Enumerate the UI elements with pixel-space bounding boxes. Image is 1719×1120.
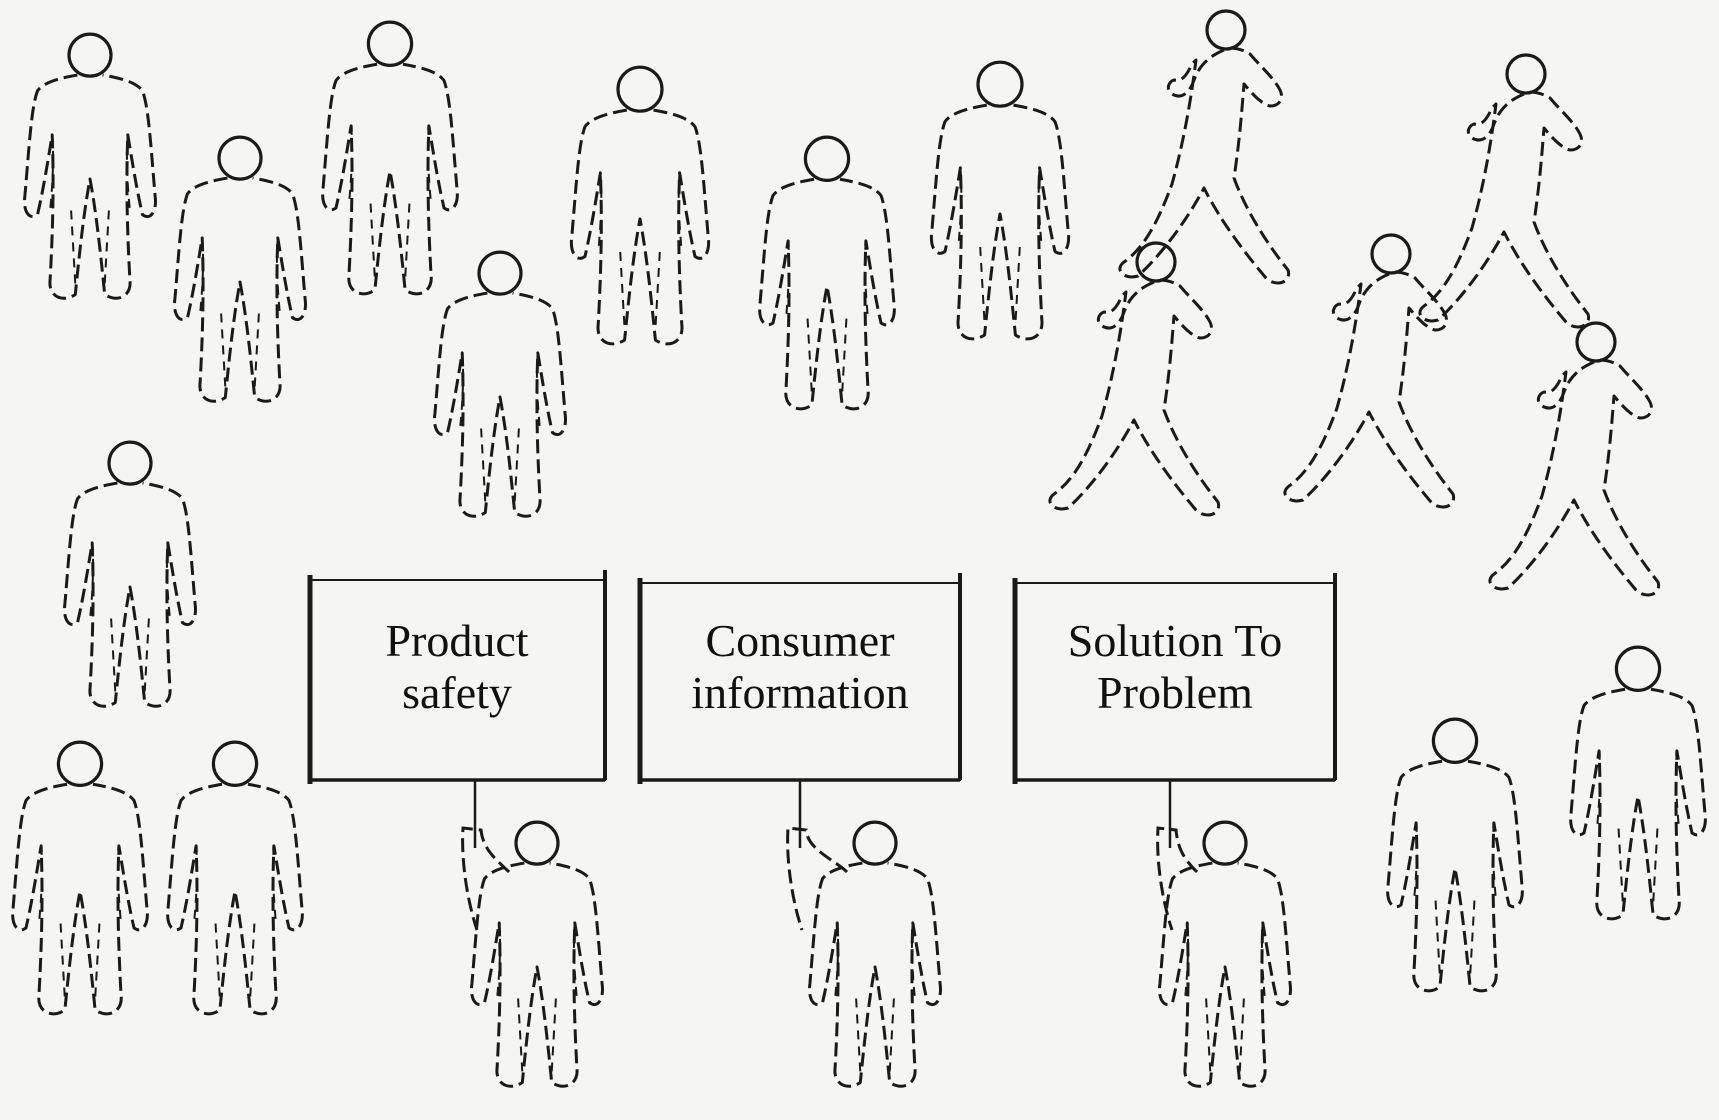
figure-walking-5 [1488, 321, 1661, 597]
sign-solution-to-problem-board [1012, 573, 1337, 784]
figure-standing-4 [569, 65, 711, 346]
sign-solution-to-problem-text: Solution To Problem [1067, 615, 1283, 718]
figure-sign-holder-2 [807, 820, 943, 1088]
figure-walking-2 [1418, 53, 1591, 329]
figure-sign-holder-2-sign-stick [786, 780, 849, 931]
figure-standing-2 [172, 135, 308, 403]
figure-standing-11 [1386, 717, 1524, 993]
figure-sign-holder-1-sign-stick [461, 780, 511, 931]
figure-standing-9 [11, 740, 149, 1016]
figure-standing-1 [22, 32, 158, 300]
sign-product-safety-board [307, 570, 607, 784]
figure-standing-6 [758, 135, 896, 411]
figure-sign-holder-3 [1157, 820, 1293, 1088]
figure-standing-12 [1569, 645, 1707, 921]
figure-standing-7 [929, 60, 1071, 341]
figure-standing-10 [166, 740, 304, 1016]
figure-standing-8 [62, 440, 198, 708]
sign-product-safety-text: Product safety [385, 615, 529, 718]
sign-consumer-information-text: Consumer information [691, 615, 909, 718]
figure-sign-holder-3-sign-stick [1156, 780, 1199, 931]
figure-walking-1 [1118, 9, 1291, 285]
figure-walking-4 [1283, 233, 1456, 509]
figure-standing-3 [321, 20, 459, 296]
figure-sign-holder-1 [469, 820, 605, 1088]
figure-walking-3 [1048, 241, 1221, 517]
figure-standing-5 [432, 250, 568, 518]
